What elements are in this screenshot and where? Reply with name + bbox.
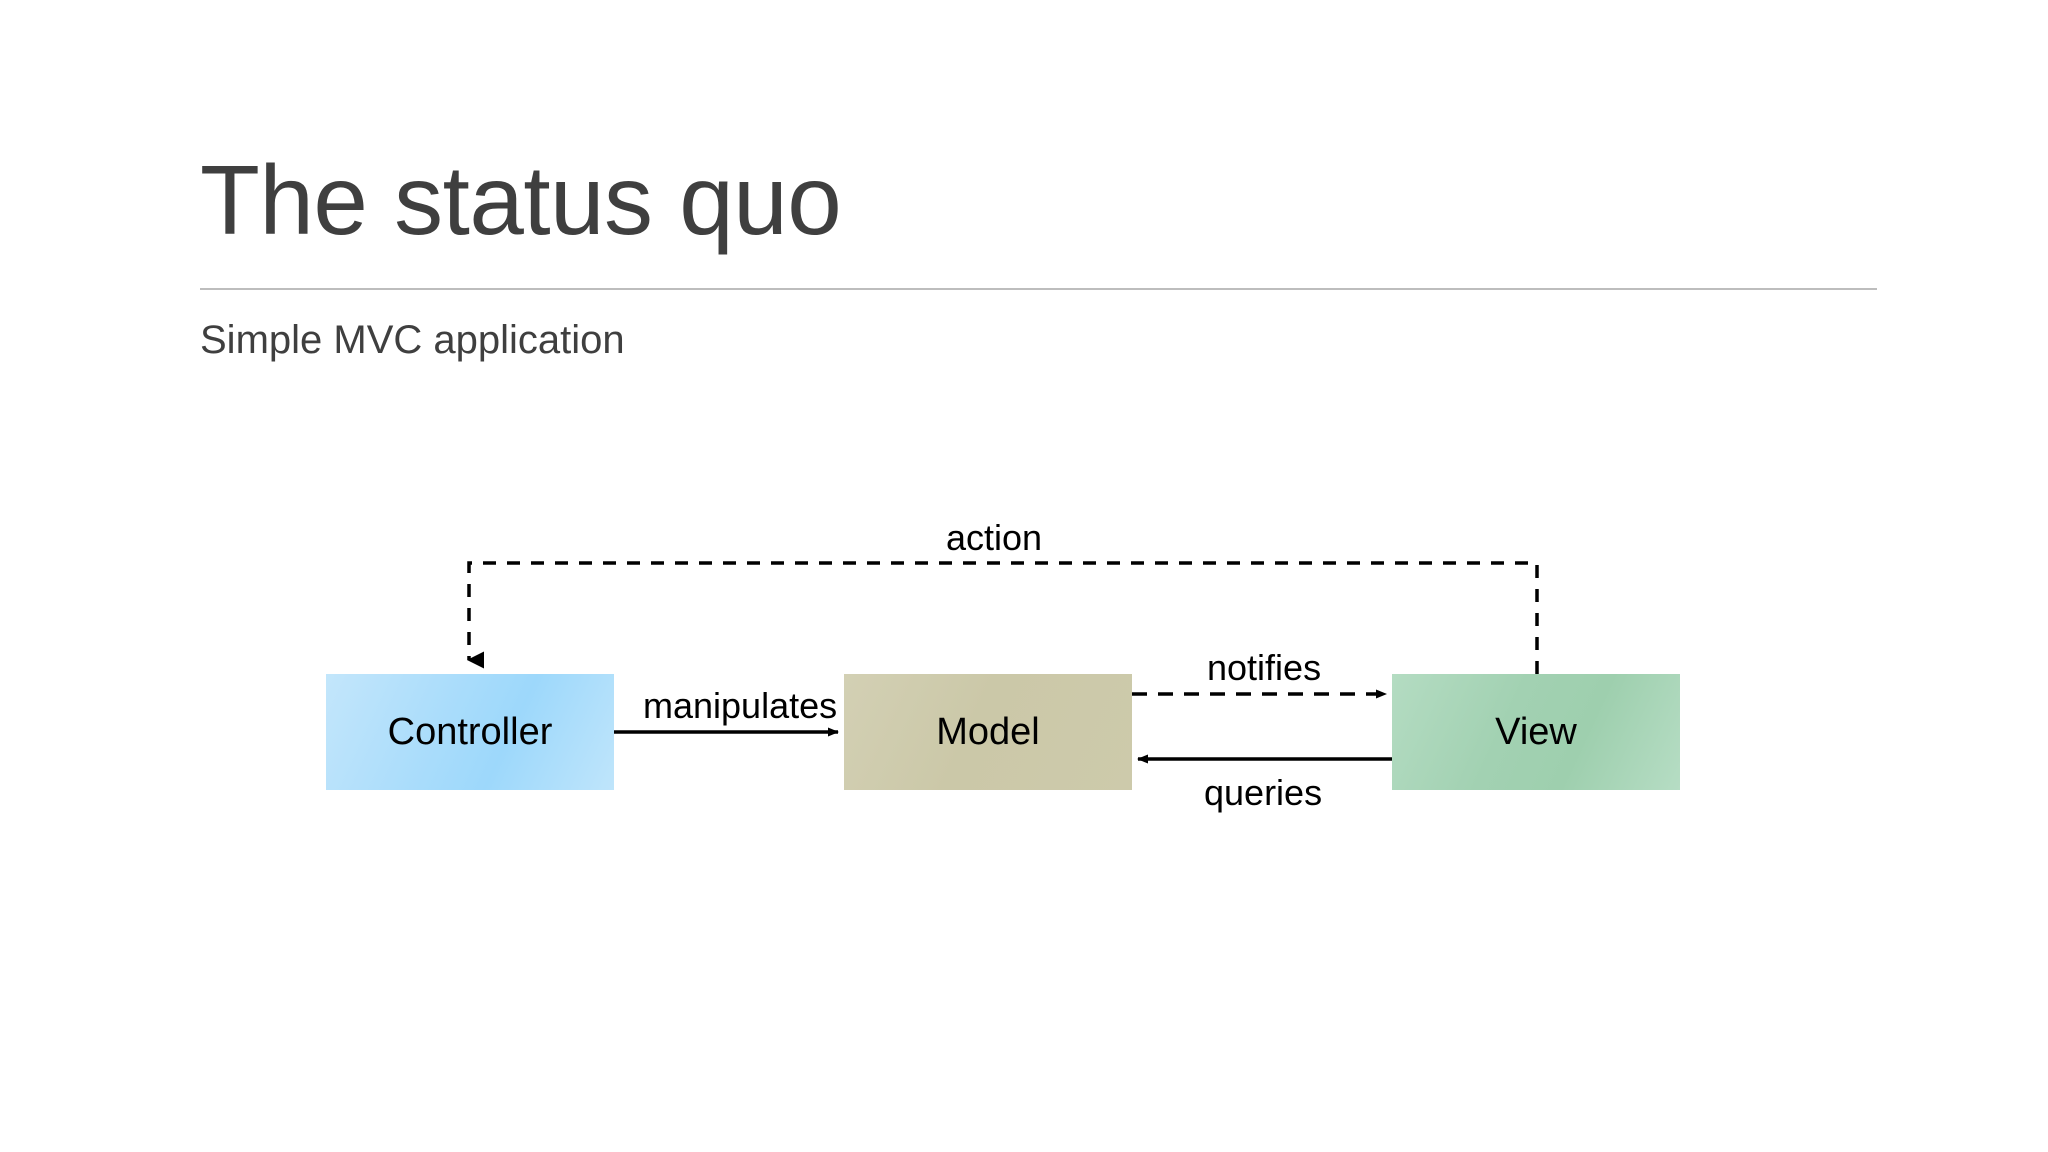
edge-label-queries: queries — [1198, 772, 1329, 814]
title-divider — [200, 288, 1877, 290]
node-view-label: View — [1495, 710, 1577, 753]
node-view[interactable]: View — [1392, 674, 1680, 790]
page-subtitle: Simple MVC application — [200, 318, 625, 362]
page-title: The status quo — [200, 145, 842, 255]
node-controller-label: Controller — [387, 710, 553, 753]
node-model-label: Model — [936, 710, 1040, 753]
edge-label-action: action — [940, 517, 1049, 559]
edge-label-notifies: notifies — [1201, 647, 1328, 689]
edge-action — [467, 561, 1539, 674]
node-model[interactable]: Model — [844, 674, 1132, 790]
node-controller[interactable]: Controller — [326, 674, 614, 790]
edge-label-manipulates: manipulates — [637, 685, 844, 727]
